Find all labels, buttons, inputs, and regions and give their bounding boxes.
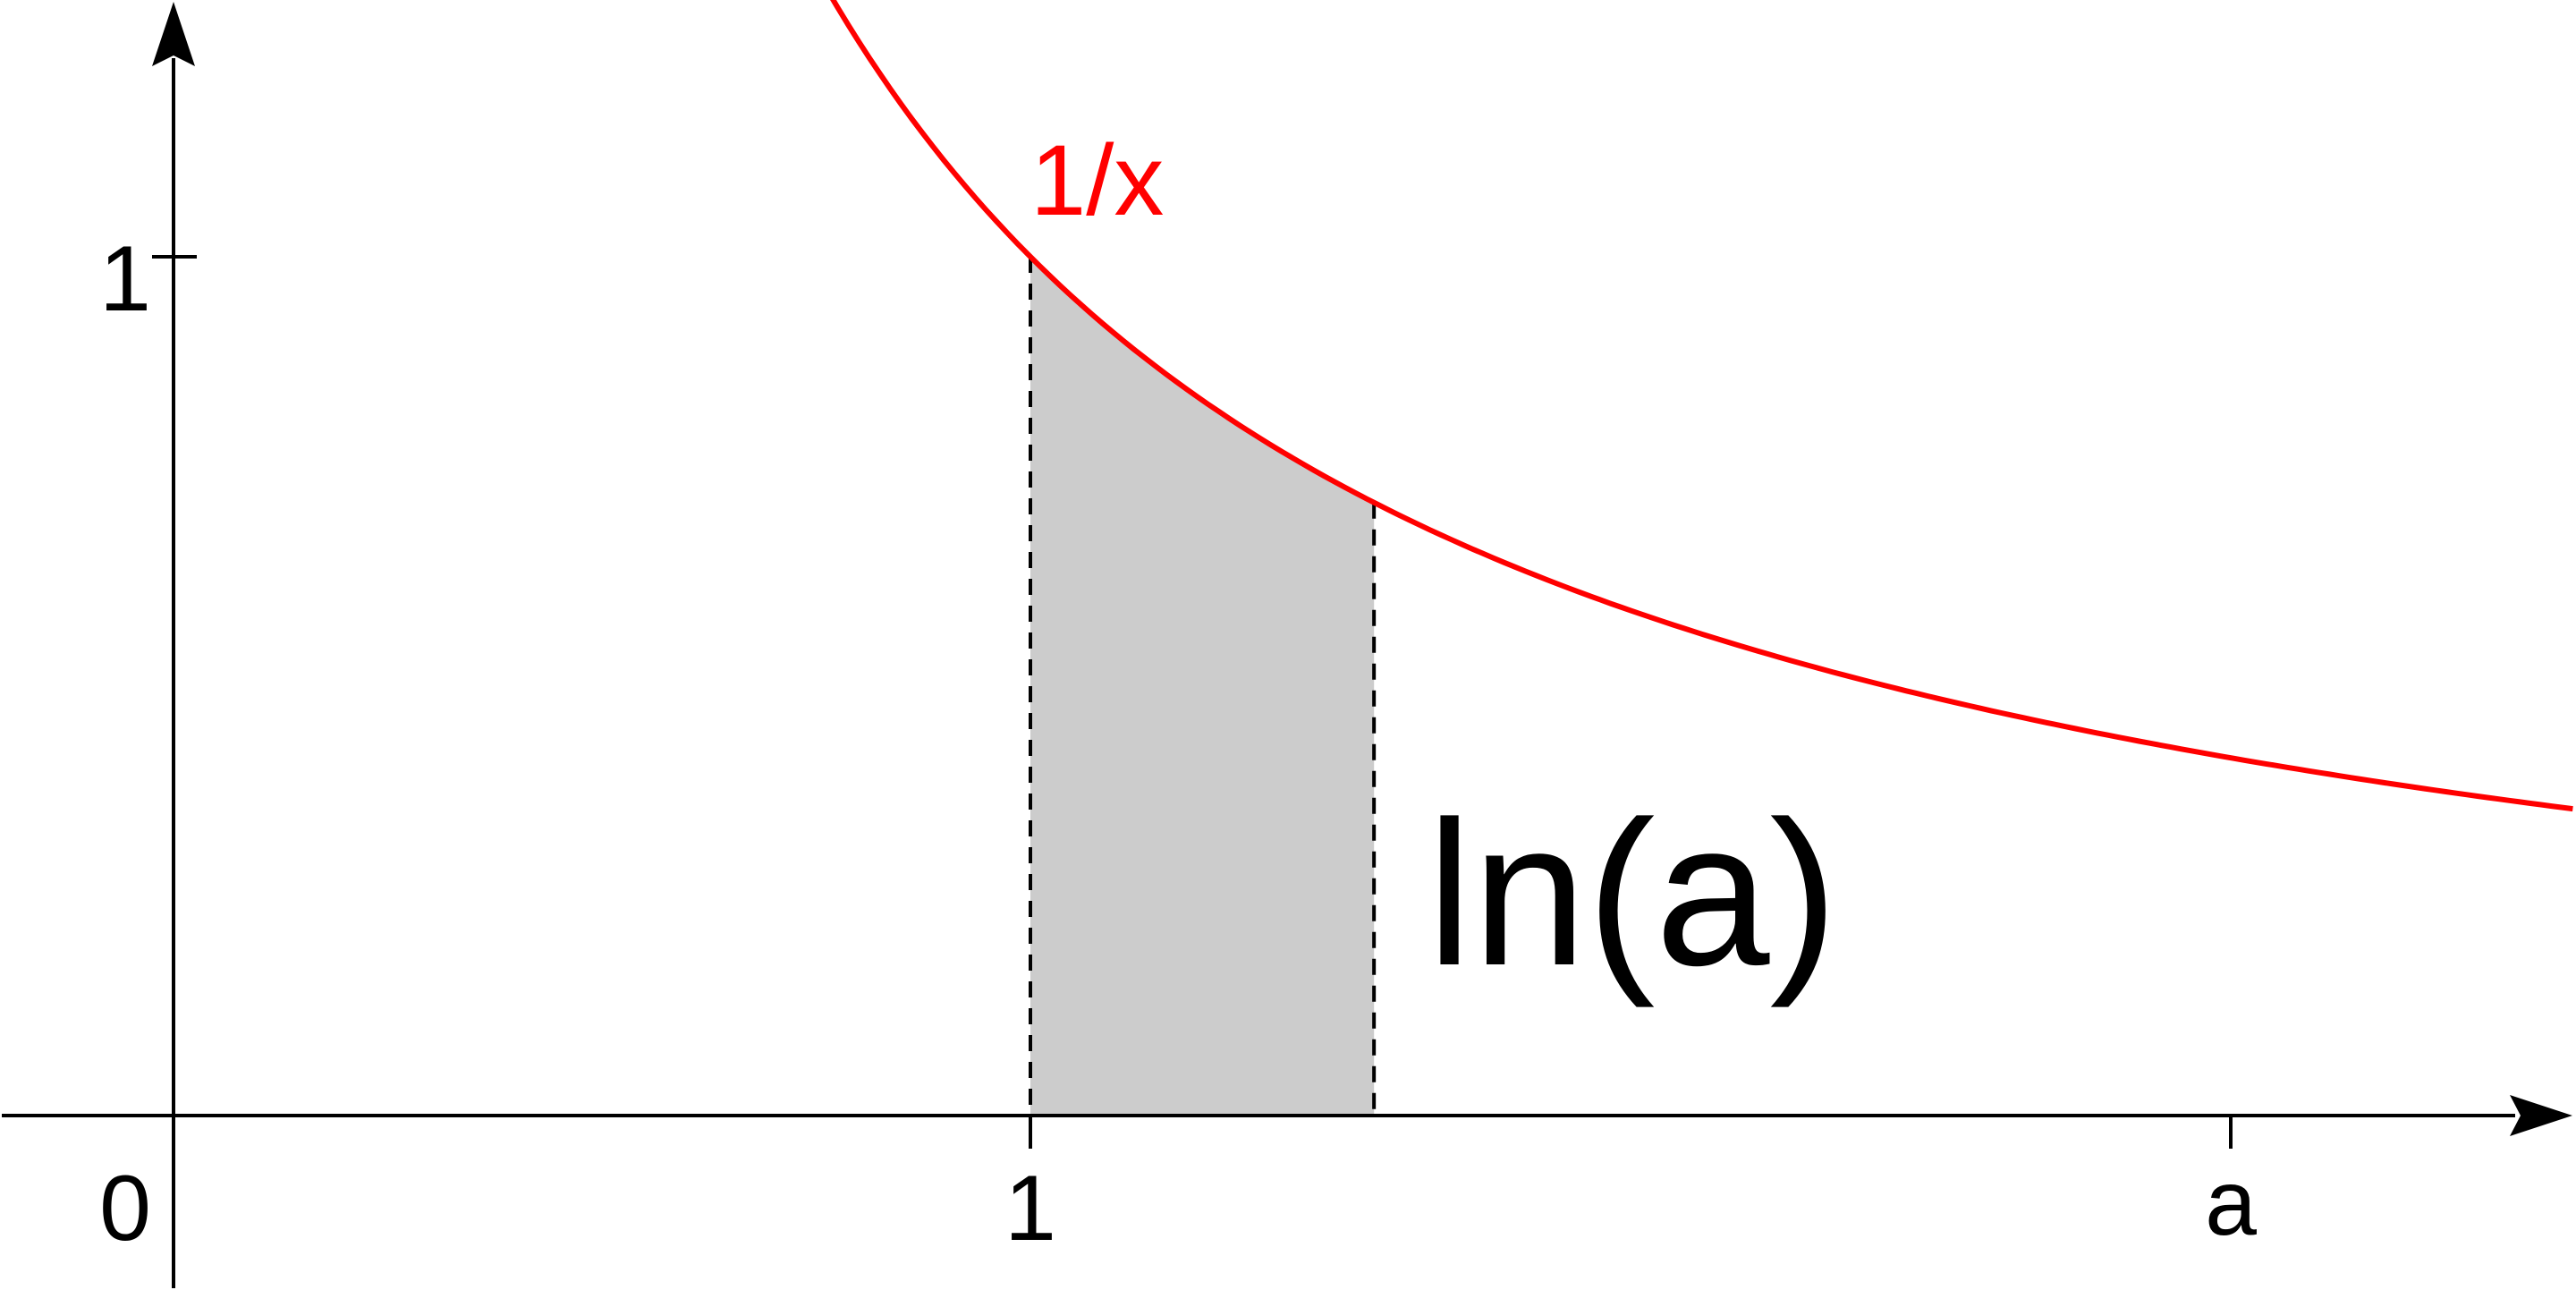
y-tick-one-label: 1 bbox=[99, 227, 151, 331]
shaded-area-under-curve bbox=[1030, 257, 1375, 1116]
y-axis-arrowhead bbox=[152, 2, 195, 66]
x-tick-one-label: 1 bbox=[1004, 1157, 1056, 1260]
x-tick-a-label: a bbox=[2205, 1151, 2257, 1255]
reciprocal-curve bbox=[830, 0, 2573, 812]
origin-label: 0 bbox=[99, 1157, 151, 1260]
area-label: ln(a) bbox=[1427, 778, 1838, 1008]
function-label: 1/x bbox=[1030, 124, 1164, 236]
x-axis-arrowhead bbox=[2510, 1095, 2572, 1136]
